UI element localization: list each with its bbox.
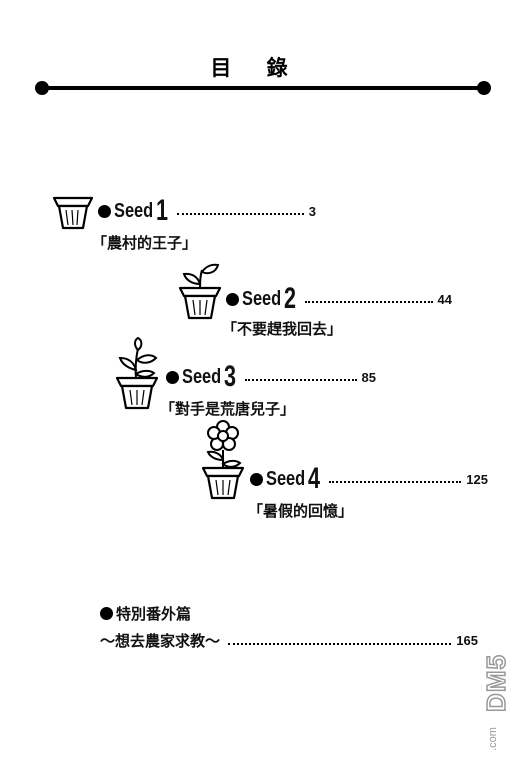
chapter-subtitle: 「暑假的回憶」 <box>248 502 354 520</box>
seed-number: 1 <box>155 194 168 227</box>
dot-leader <box>328 481 462 483</box>
seed-word: Seed <box>114 199 154 222</box>
seed-heading: Seed 2 44 <box>226 284 452 314</box>
page-number: 3 <box>308 203 316 219</box>
extra-line: ～想去農家求教～ 165 <box>100 630 478 651</box>
seed-heading: Seed 3 85 <box>166 362 376 392</box>
dot-leader <box>244 379 357 381</box>
seedling-pot-icon <box>115 336 159 410</box>
seed-heading: Seed 1 3 <box>98 196 316 226</box>
dm5-watermark: DM5 .com <box>480 632 512 762</box>
extra-heading-text: 特別番外篇 <box>116 605 192 623</box>
sprout-pot-icon <box>178 263 222 320</box>
flower-pot-icon <box>201 420 245 500</box>
chapter-subtitle: 「對手是荒唐兒子」 <box>160 400 296 418</box>
seed-word: Seed <box>182 365 222 388</box>
title-rule <box>35 81 491 95</box>
bullet-icon <box>98 204 111 218</box>
page-number: 165 <box>456 633 478 648</box>
page-number: 85 <box>361 369 376 385</box>
page-title: 目 錄 <box>210 56 302 80</box>
page-number: 125 <box>466 471 488 487</box>
dot-leader <box>228 642 452 645</box>
seed-number: 4 <box>307 462 320 495</box>
bullet-icon <box>250 472 263 486</box>
bullet-icon <box>100 607 113 620</box>
dot-leader <box>304 301 433 303</box>
seed-number: 2 <box>283 282 296 315</box>
bullet-icon <box>166 370 179 384</box>
seed-word: Seed <box>266 467 306 490</box>
chapter-subtitle: 「不要趕我回去」 <box>222 320 343 338</box>
seed-word: Seed <box>242 287 282 310</box>
empty-pot-icon <box>52 196 94 230</box>
chapter-subtitle: 「農村的王子」 <box>92 234 198 252</box>
bullet-icon <box>226 292 239 306</box>
dot-leader <box>176 213 304 215</box>
extra-heading: 特別番外篇 <box>100 603 191 624</box>
watermark-domain: .com <box>487 727 499 751</box>
extra-subtitle: ～想去農家求教～ <box>100 632 221 650</box>
seed-number: 3 <box>223 360 236 393</box>
seed-heading: Seed 4 125 <box>250 464 488 494</box>
page-number: 44 <box>437 291 452 307</box>
